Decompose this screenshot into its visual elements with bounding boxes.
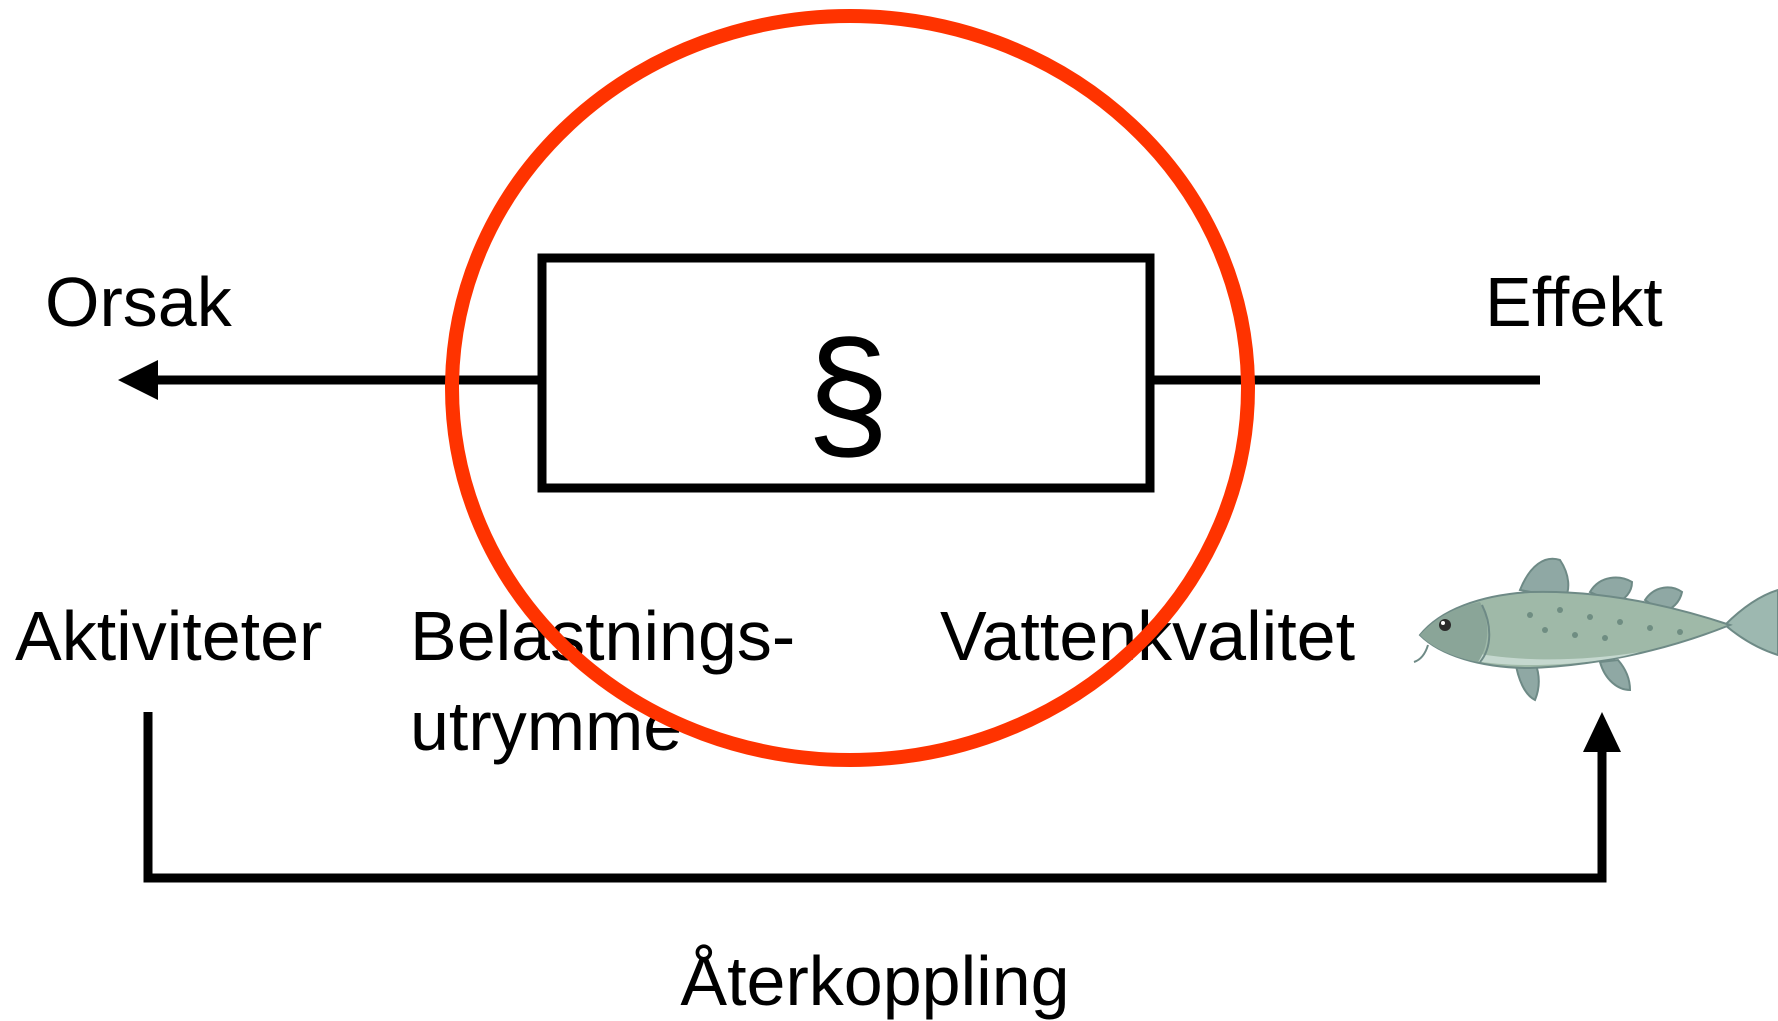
activities-label: Aktiviteter — [15, 597, 322, 675]
feedback-loop-line — [143, 712, 1607, 883]
fish-icon — [1413, 557, 1778, 702]
effect-label: Effekt — [1485, 263, 1663, 341]
feedback-label: Återkoppling — [680, 942, 1069, 1020]
regulation-box — [537, 253, 1155, 493]
load-capacity-label-line1: Belastnings- — [410, 597, 795, 675]
cause-label: Orsak — [45, 263, 233, 341]
highlight-circle — [445, 9, 1255, 767]
cause-arrowhead — [118, 360, 158, 400]
feedback-arrowhead — [1583, 712, 1621, 752]
section-symbol: § — [806, 309, 889, 477]
